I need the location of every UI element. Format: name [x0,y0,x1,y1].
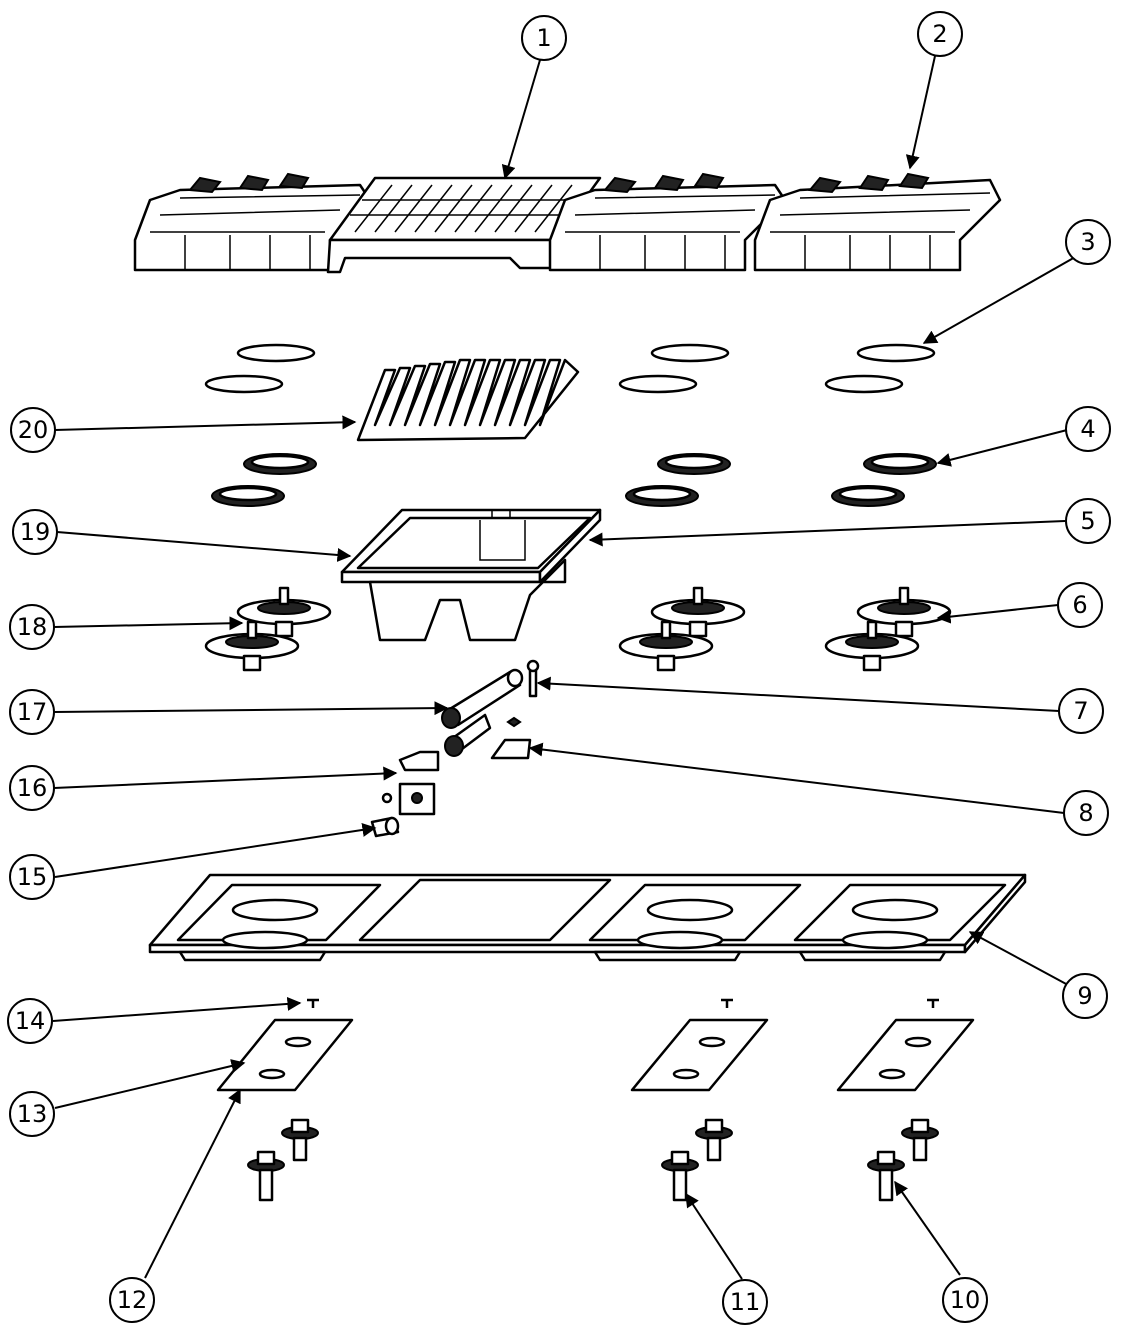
callout-4-circle [1065,406,1111,452]
callout-19: 19 [12,509,58,555]
leader-16 [53,766,398,789]
callout-17-number: 17 [17,698,48,726]
callout-9-number: 9 [1077,982,1092,1010]
callout-12: 12 [109,1277,155,1323]
leader-11 [685,1192,743,1280]
leader-4 [936,428,1072,467]
callout-18-circle [9,604,55,650]
callout-8-number: 8 [1078,799,1093,827]
callout-20: 20 [10,407,56,453]
callout-7: 7 [1058,688,1104,734]
griddle-radiant [356,358,580,442]
burner-heads [211,453,937,507]
leader-7 [536,676,1060,712]
callout-6-circle [1057,582,1103,628]
callout-4: 4 [1065,406,1111,452]
callout-13-number: 13 [17,1100,48,1128]
callout-15-number: 15 [17,863,48,891]
callout-12-circle [109,1277,155,1323]
valve-brackets [216,998,975,1092]
callout-1-number: 1 [536,24,551,52]
leader-12 [144,1088,241,1279]
callout-18-number: 18 [17,613,48,641]
callout-4-number: 4 [1080,415,1095,443]
griddle-pan [340,508,602,642]
callout-16-number: 16 [17,774,48,802]
callout-16: 16 [9,765,55,811]
leader-9 [968,931,1069,986]
callout-8-circle [1063,790,1109,836]
callout-7-number: 7 [1073,697,1088,725]
callout-11-number: 11 [730,1288,761,1316]
callout-6: 6 [1057,582,1103,628]
callout-12-number: 12 [117,1286,148,1314]
callout-5: 5 [1065,498,1111,544]
callout-14-circle [7,998,53,1044]
leader-1 [501,59,541,180]
main-top-panel [148,873,1027,962]
callout-11: 11 [722,1279,768,1325]
callout-15: 15 [9,854,55,900]
callout-2-circle [917,11,963,57]
leader-3 [922,251,1085,344]
callout-10-circle [942,1277,988,1323]
callout-2-number: 2 [932,20,947,48]
callout-13: 13 [9,1091,55,1137]
leader-6 [936,604,1059,624]
leader-14 [52,996,302,1022]
callout-14-number: 14 [15,1007,46,1035]
callout-3-number: 3 [1080,228,1095,256]
callout-13-circle [9,1091,55,1137]
callout-1-circle [521,15,567,61]
callout-10: 10 [942,1277,988,1323]
callout-3-circle [1065,219,1111,265]
callout-7-circle [1058,688,1104,734]
callout-20-number: 20 [18,416,49,444]
gas-valves [247,1118,939,1202]
callout-8: 8 [1063,790,1109,836]
callout-19-number: 19 [20,518,51,546]
burner-bases [204,586,952,672]
leader-2 [905,55,936,170]
callout-9-circle [1062,973,1108,1019]
leader-19 [56,531,352,562]
callout-2: 2 [917,11,963,57]
griddle-grate [326,176,602,274]
leader-18 [53,616,244,631]
callout-14: 14 [7,998,53,1044]
callout-11-circle [722,1279,768,1325]
callout-9: 9 [1062,973,1108,1019]
burner-grate-right [753,172,1002,272]
callout-20-circle [10,407,56,453]
callout-3: 3 [1065,219,1111,265]
leader-lines [52,55,1085,1280]
leader-13 [54,1059,246,1109]
callout-18: 18 [9,604,55,650]
leader-10 [894,1180,961,1276]
callout-5-number: 5 [1080,507,1095,535]
leader-5 [588,520,1066,547]
callout-5-circle [1065,498,1111,544]
burner-caps [204,343,936,394]
callout-1: 1 [521,15,567,61]
callout-19-circle [12,509,58,555]
callout-6-number: 6 [1072,591,1087,619]
leader-8 [528,742,1065,814]
callout-16-circle [9,765,55,811]
leader-15 [54,822,377,878]
callout-17-circle [9,689,55,735]
griddle-burner-assembly [370,659,540,838]
callout-17: 17 [9,689,55,735]
leader-17 [53,701,449,716]
callout-10-number: 10 [950,1286,981,1314]
leader-20 [54,415,357,431]
callout-15-circle [9,854,55,900]
